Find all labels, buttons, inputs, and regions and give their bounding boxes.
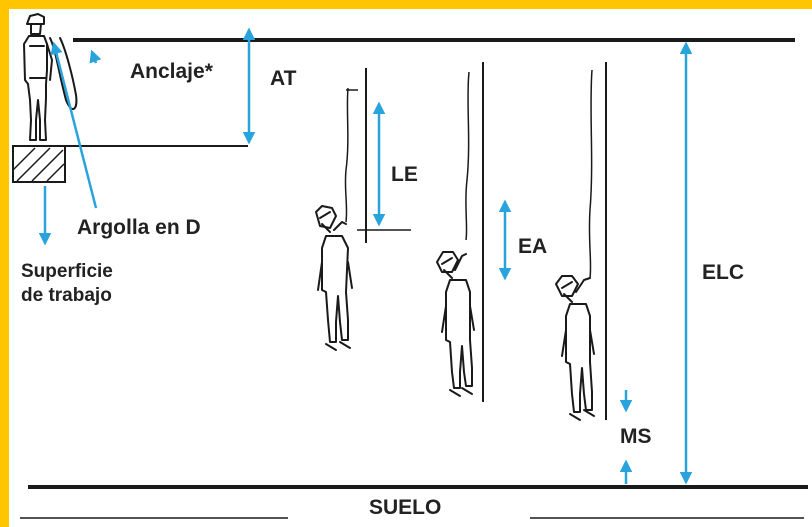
le-label: LE	[391, 163, 418, 186]
work-surface-label-line1: Superficie	[21, 261, 113, 282]
diagram-panel	[9, 9, 812, 527]
clearance-reference-lines	[357, 62, 607, 420]
elc-label: ELC	[702, 261, 744, 284]
suspended-worker-figure-3	[555, 275, 595, 421]
ea-label: EA	[518, 235, 548, 258]
at-label: AT	[270, 67, 297, 90]
d-ring-pointer-arrow	[50, 41, 98, 209]
dimension-arrows	[38, 27, 693, 485]
work-surface-label-line2: de trabajo	[21, 285, 112, 306]
d-ring-label: Argolla en D	[77, 216, 201, 239]
suspended-worker-figure-1	[315, 205, 353, 351]
lanyard-lines	[344, 69, 593, 279]
work-surface-label: Superficie de trabajo	[21, 260, 113, 308]
ms-label: MS	[620, 425, 652, 448]
ground-label: SUELO	[369, 496, 442, 519]
suspended-worker-figure-2	[436, 251, 475, 397]
anchor-pointer-arrow	[89, 49, 102, 64]
anchor-label: Anclaje*	[130, 60, 213, 83]
standing-worker-figure	[23, 13, 78, 141]
work-platform	[12, 145, 66, 183]
